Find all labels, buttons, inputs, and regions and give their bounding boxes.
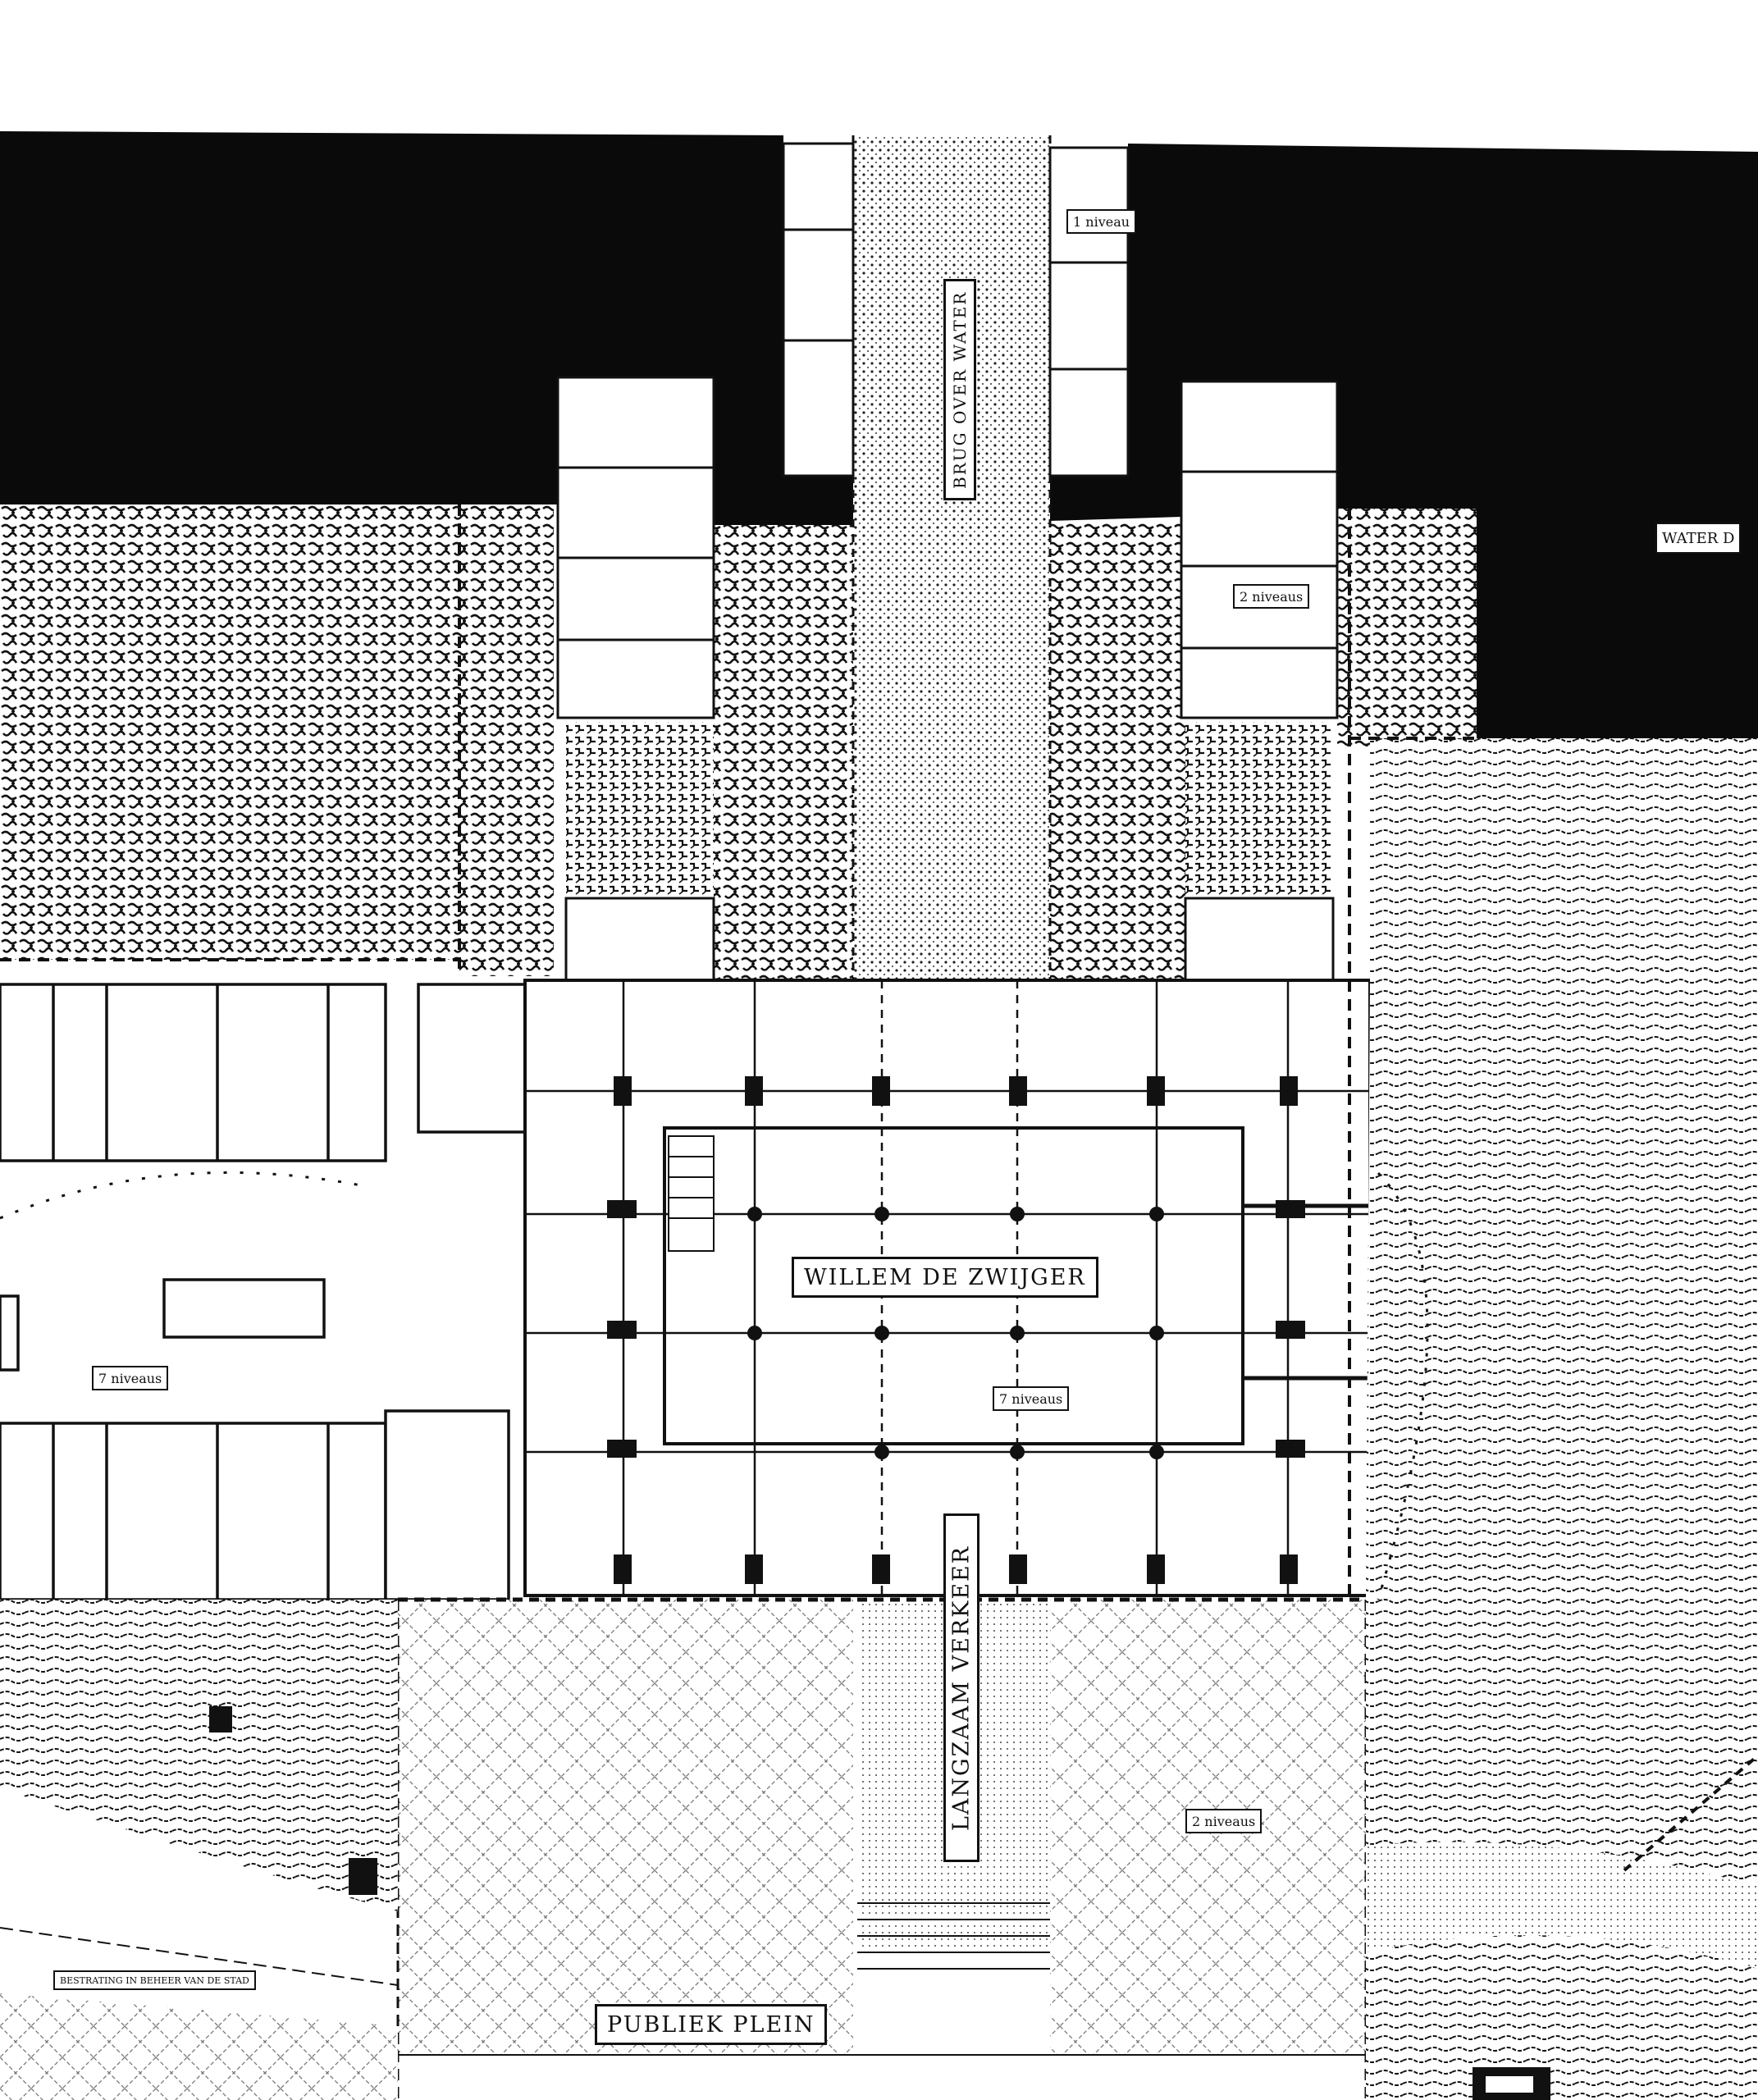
public-square-label: PUBLIEK PLEIN	[595, 2004, 828, 2045]
level-label-2-top: 2 niveaus	[1233, 584, 1310, 609]
water-area	[0, 131, 1758, 742]
public-square	[396, 1597, 1368, 2100]
quay-buildings	[556, 142, 1339, 982]
bridge-over-water	[852, 135, 1052, 980]
corner-block-inner	[1484, 2075, 1535, 2094]
contour-landscape-left	[0, 1600, 399, 2100]
level-label-1: 1 niveau	[1066, 209, 1137, 234]
level-label-7-center: 7 niveaus	[993, 1386, 1070, 1411]
tree-line	[0, 1171, 362, 1220]
paving-label: BESTRATING IN BEHEER VAN DE STAD	[53, 1970, 256, 1990]
contour-landscape-right	[1366, 738, 1758, 2100]
water-label: WATER D	[1655, 523, 1742, 554]
building-name-label: WILLEM DE ZWIJGER	[792, 1257, 1098, 1298]
boundary-lines	[0, 504, 1477, 1600]
bridge-label: BRUG OVER WATER	[943, 279, 976, 500]
level-label-2-bottom: 2 niveaus	[1185, 1809, 1263, 1833]
left-houses	[0, 983, 568, 1601]
cobblestone-zones	[0, 504, 1477, 980]
slow-traffic-label: LANGZAAM VERKEER	[943, 1513, 979, 1862]
level-label-7-left: 7 niveaus	[92, 1366, 169, 1390]
